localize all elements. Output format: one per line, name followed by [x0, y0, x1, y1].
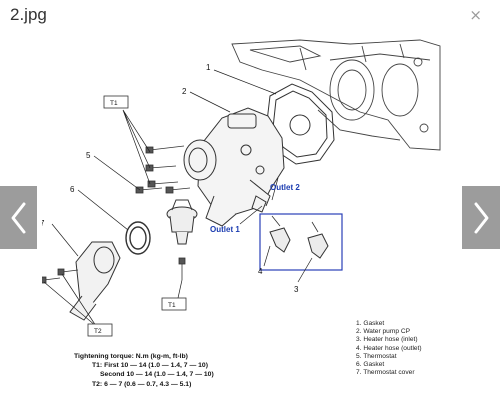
legend-item: 4. Heater hose (outlet) [356, 344, 422, 352]
svg-text:T2: T2 [94, 328, 102, 335]
water-pump [183, 107, 285, 227]
bolts-t2 [42, 268, 79, 284]
parts-legend: 1. Gasket 2. Water pump CP 3. Heater hos… [356, 320, 422, 377]
chevron-right-icon [474, 202, 489, 233]
torque-heading: Tightening torque: N.m (kg-m, ft-lb) [74, 353, 188, 360]
thermostat-cover [69, 241, 121, 321]
legend-item: 3. Heater hose (inlet) [356, 336, 418, 344]
callout-2: 2 [182, 87, 187, 96]
viewer-header: 2.jpg × [0, 0, 500, 34]
callout-1: 1 [206, 63, 211, 72]
gasket-6 [125, 221, 151, 255]
chevron-left-icon [11, 202, 25, 233]
bolts-t1 [135, 145, 191, 280]
callout-4: 4 [258, 267, 263, 276]
thermostat [166, 199, 198, 245]
torque-t1-second: Second 10 — 14 (1.0 — 1.4, 7 — 10) [100, 371, 214, 379]
torque-t2: T2: 6 — 7 (0.6 — 0.7, 4.3 — 5.1) [92, 380, 192, 388]
callout-6: 6 [70, 185, 75, 194]
next-image-button[interactable] [462, 186, 500, 249]
callout-5: 5 [86, 151, 91, 160]
outlet-2-label: Outlet 2 [270, 183, 300, 192]
file-title: 2.jpg [10, 5, 47, 24]
outlet-1-label: Outlet 1 [210, 225, 240, 234]
svg-text:T1: T1 [168, 302, 176, 309]
close-icon[interactable]: × [469, 6, 482, 24]
engine-block [231, 39, 441, 151]
leader-lines [43, 69, 313, 327]
torque-box-t2: T2 [87, 323, 113, 337]
tightening-torque-table: Tightening torque: N.m (kg-m, ft-lb) T1:… [74, 352, 214, 389]
torque-box-t1-top: T1 [103, 95, 129, 109]
legend-item: 6. Gasket [356, 361, 385, 369]
legend-item: 2. Water pump CP [356, 328, 410, 336]
torque-t1-first: T1: First 10 — 14 (1.0 — 1.4, 7 — 10) [92, 362, 208, 370]
callout-numbers: 1 2 3 4 5 6 7 [42, 63, 299, 294]
water-pump-diagram: 1 2 3 4 5 6 7 T1 T1 T2 Outlet 2 Outlet 1 [42, 39, 441, 337]
callout-3: 3 [294, 285, 299, 294]
callout-7: 7 [42, 219, 45, 228]
torque-box-t1-bottom: T1 [161, 297, 187, 311]
legend-item: 5. Thermostat [356, 352, 397, 360]
heater-hose-box [259, 213, 343, 271]
svg-text:T1: T1 [110, 100, 118, 107]
prev-image-button[interactable] [0, 186, 37, 249]
legend-item: 7. Thermostat cover [356, 369, 415, 377]
legend-item: 1. Gasket [356, 320, 385, 327]
